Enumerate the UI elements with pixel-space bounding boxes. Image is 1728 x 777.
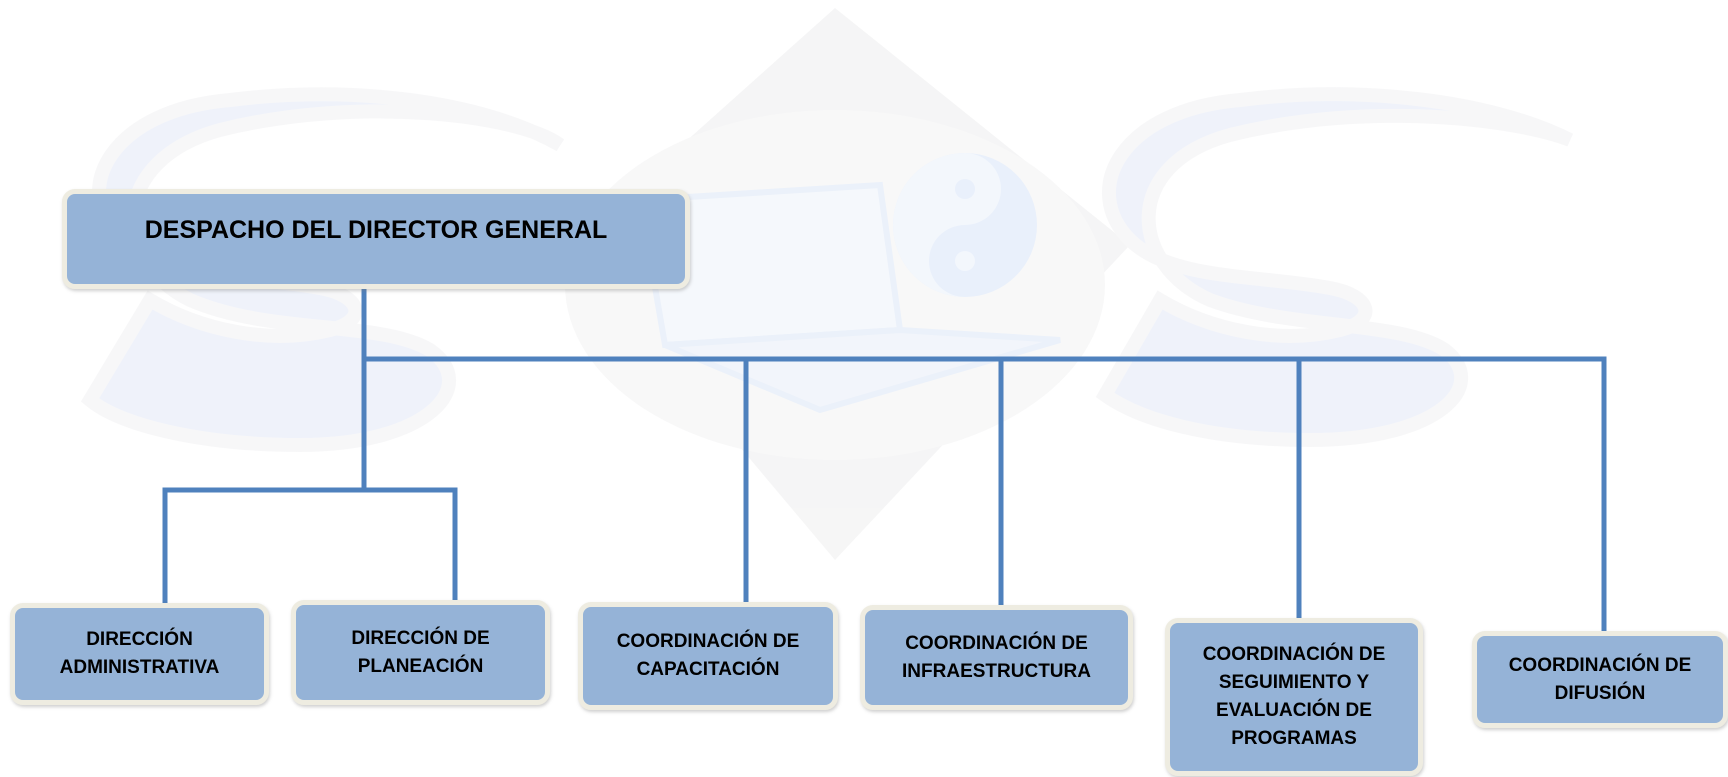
box-despacho-director-general: DESPACHO DEL DIRECTOR GENERAL	[62, 189, 690, 289]
watermark-letter-s-right	[1095, 87, 1574, 448]
box-label: DESPACHO DEL DIRECTOR GENERAL	[144, 216, 608, 244]
yin-yang-icon	[893, 153, 1037, 297]
box-coordinacion-capacitacion: COORDINACIÓN DE CAPACITACIÓN	[578, 602, 838, 710]
box-coordinacion-seguimiento-evaluacion: COORDINACIÓN DE SEGUIMIENTO Y EVALUACIÓN…	[1165, 618, 1423, 776]
box-coordinacion-difusion: COORDINACIÓN DE DIFUSIÓN	[1472, 631, 1728, 728]
box-label: DIRECCIÓN ADMINISTRATIVA	[59, 629, 220, 678]
box-label: DIRECCIÓN DE PLANEACIÓN	[351, 627, 490, 677]
box-label: COORDINACIÓN DE SEGUIMIENTO Y EVALUACIÓN…	[1202, 644, 1386, 749]
box-label: COORDINACIÓN DE INFRAESTRUCTURA	[902, 632, 1091, 682]
box-direccion-administrativa: DIRECCIÓN ADMINISTRATIVA	[10, 603, 269, 705]
box-direccion-planeacion: DIRECCIÓN DE PLANEACIÓN	[291, 600, 550, 705]
box-coordinacion-infraestructura: COORDINACIÓN DE INFRAESTRUCTURA	[860, 605, 1133, 710]
box-label: COORDINACIÓN DE CAPACITACIÓN	[616, 631, 800, 680]
box-label: COORDINACIÓN DE DIFUSIÓN	[1508, 654, 1692, 704]
